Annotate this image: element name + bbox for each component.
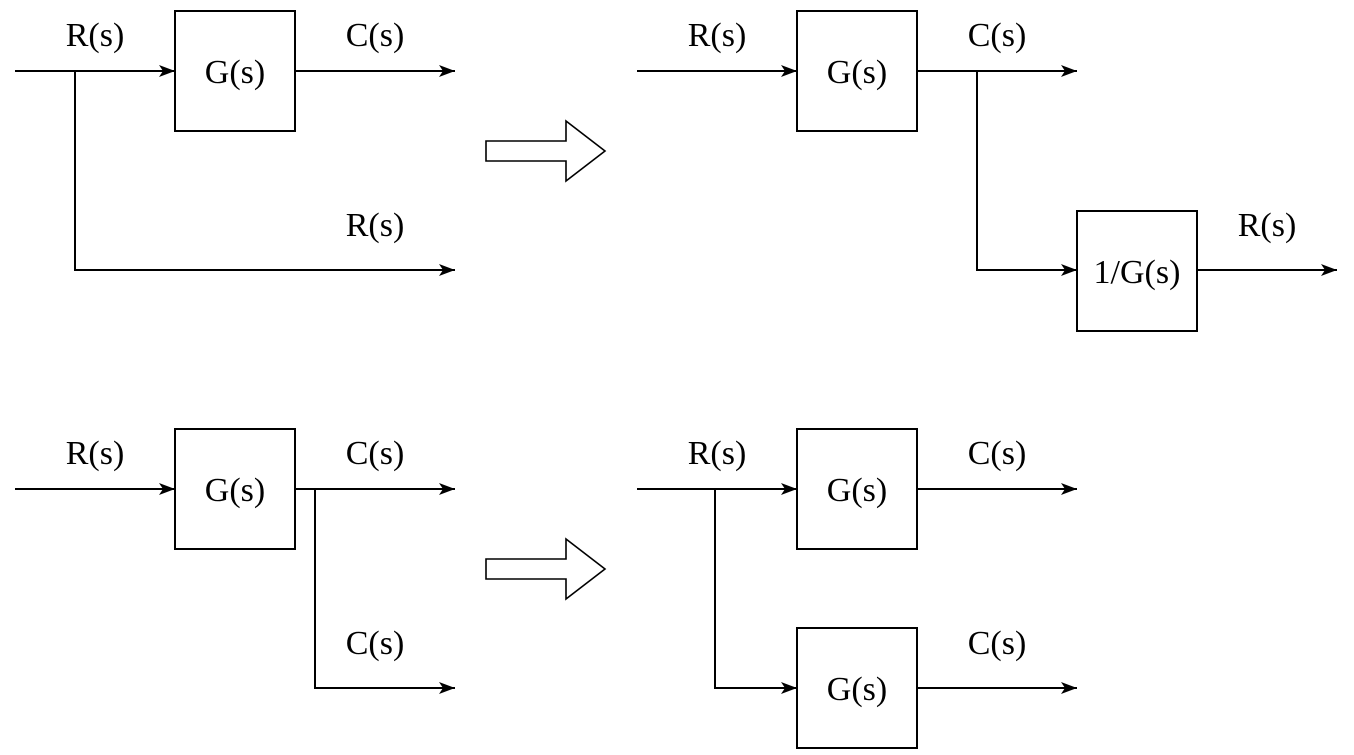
branch-label: R(s) <box>1238 207 1297 244</box>
output-label: C(s) <box>346 435 405 472</box>
transfer-block-top-label: G(s) <box>827 472 887 509</box>
branch-signal-line <box>314 489 455 694</box>
output-top-label: C(s) <box>968 435 1027 472</box>
transfer-block-bottom-label: G(s) <box>827 671 887 708</box>
input-label: R(s) <box>66 17 125 54</box>
branch-signal-line <box>74 71 455 276</box>
branch-signal-line <box>976 71 1077 276</box>
output-label: C(s) <box>968 17 1027 54</box>
inverse-transfer-block <box>1076 210 1198 332</box>
transfer-block-top <box>796 428 918 550</box>
branch-label: R(s) <box>346 207 405 244</box>
transfer-block <box>796 10 918 132</box>
input-label: R(s) <box>66 435 125 472</box>
output-label: C(s) <box>346 17 405 54</box>
top-rule-after: R(s) G(s) C(s) 1/G(s) R(s) <box>637 10 1337 332</box>
transfer-block-label: G(s) <box>827 54 887 91</box>
input-label: R(s) <box>688 17 747 54</box>
transfer-block-bottom <box>796 627 918 749</box>
bottom-rule-after: R(s) G(s) C(s) G(s) C(s) <box>637 428 1077 749</box>
bottom-rule-before: R(s) G(s) C(s) C(s) <box>15 428 455 694</box>
input-label: R(s) <box>688 435 747 472</box>
transfer-block-label: G(s) <box>205 54 265 91</box>
inverse-transfer-block-label: 1/G(s) <box>1094 254 1181 291</box>
top-rule-before: R(s) G(s) C(s) R(s) <box>15 10 455 276</box>
hollow-right-arrow-icon <box>485 119 607 183</box>
hollow-right-arrow-icon <box>485 537 607 601</box>
branch-signal-line <box>714 489 797 694</box>
transfer-block-label: G(s) <box>205 472 265 509</box>
branch-label: C(s) <box>346 625 405 662</box>
output-bottom-label: C(s) <box>968 625 1027 662</box>
transfer-block <box>174 428 296 550</box>
